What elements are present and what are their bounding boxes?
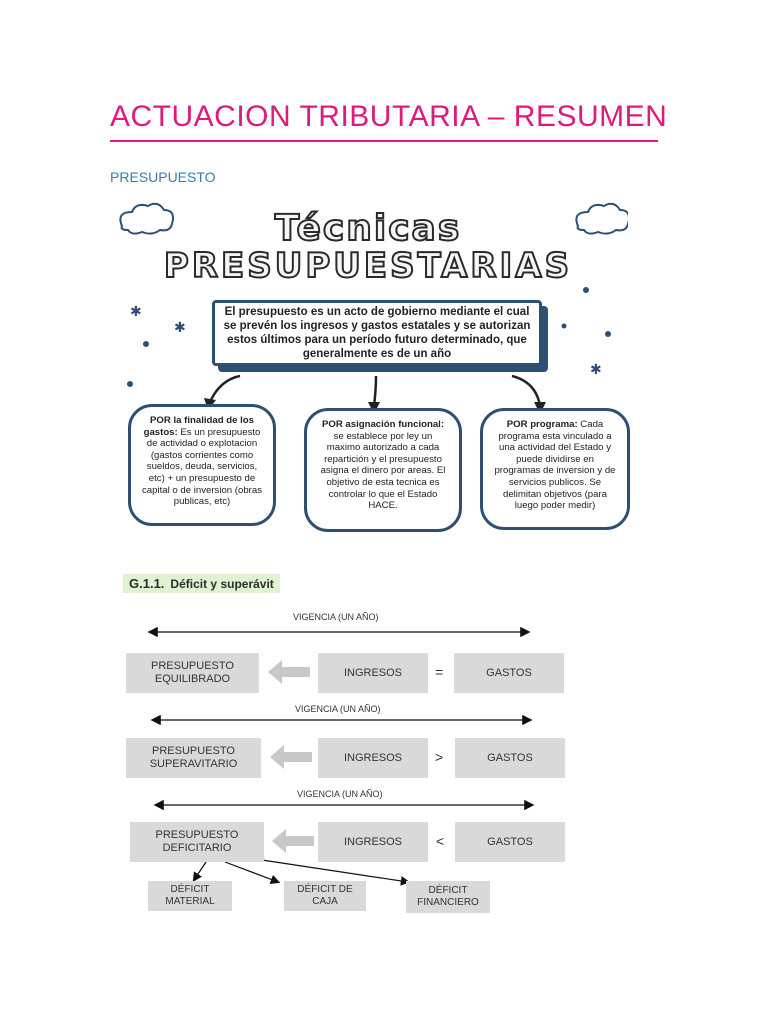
- result-label: PRESUPUESTO SUPERAVITARIO: [126, 745, 261, 771]
- gastos-box: GASTOS: [454, 653, 564, 693]
- result-box-deficitario: PRESUPUESTO DEFICITARIO: [130, 822, 264, 862]
- deficit-financiero-box: DÉFICIT FINANCIERO: [406, 881, 490, 913]
- result-label: PRESUPUESTO EQUILIBRADO: [126, 660, 259, 686]
- left-arrow-icon: [270, 745, 312, 769]
- result-box-equilibrado: PRESUPUESTO EQUILIBRADO: [126, 653, 259, 693]
- ingresos-box: INGRESOS: [318, 653, 428, 693]
- left-arrow-icon: [272, 829, 314, 853]
- deficit-label: DÉFICIT DE CAJA: [284, 884, 366, 908]
- gastos-label: GASTOS: [486, 667, 532, 680]
- deficit-material-box: DÉFICIT MATERIAL: [148, 881, 232, 911]
- operator-symbol: =: [435, 664, 443, 680]
- operator-symbol: >: [435, 749, 443, 765]
- gastos-box: GASTOS: [455, 738, 565, 778]
- deficit-caja-box: DÉFICIT DE CAJA: [284, 881, 366, 911]
- vigencia-label: VIGENCIA (UN AÑO): [297, 789, 383, 799]
- vigencia-label: VIGENCIA (UN AÑO): [293, 612, 379, 622]
- gastos-label: GASTOS: [487, 752, 533, 765]
- ingresos-box: INGRESOS: [318, 822, 428, 862]
- ingresos-label: INGRESOS: [344, 752, 402, 765]
- result-label: PRESUPUESTO DEFICITARIO: [130, 829, 264, 855]
- deficit-label: DÉFICIT MATERIAL: [148, 884, 232, 908]
- vigencia-label: VIGENCIA (UN AÑO): [295, 704, 381, 714]
- ingresos-label: INGRESOS: [344, 667, 402, 680]
- deficit-label: DÉFICIT FINANCIERO: [406, 885, 490, 909]
- operator-symbol: <: [436, 833, 444, 849]
- left-arrow-icon: [268, 660, 310, 684]
- result-box-superavitario: PRESUPUESTO SUPERAVITARIO: [126, 738, 261, 778]
- ingresos-label: INGRESOS: [344, 836, 402, 849]
- ingresos-box: INGRESOS: [318, 738, 428, 778]
- gastos-label: GASTOS: [487, 836, 533, 849]
- gastos-box: GASTOS: [455, 822, 565, 862]
